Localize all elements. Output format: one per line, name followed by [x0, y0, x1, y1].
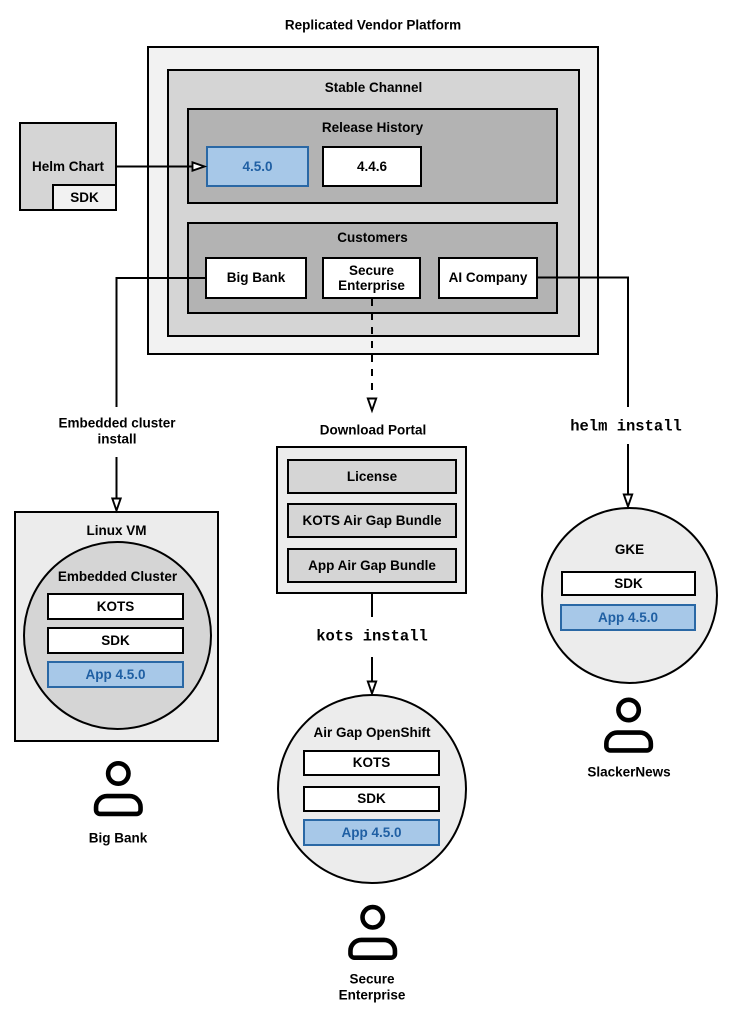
- openshift-label: Air Gap OpenShift: [313, 725, 431, 740]
- portal-kots-bundle-box: KOTS Air Gap Bundle: [287, 503, 457, 538]
- portal-license-box: License: [287, 459, 457, 494]
- linux-vm-label: Linux VM: [86, 523, 147, 538]
- edge-embedded-install-label: Embedded cluster install: [58, 415, 176, 447]
- portal-app-bundle-box: App Air Gap Bundle: [287, 548, 457, 583]
- openshift-sdk-box: SDK: [303, 786, 440, 812]
- openshift-kots-label: KOTS: [352, 755, 391, 771]
- release-450-box: 4.5.0: [206, 146, 309, 187]
- linux-kots-label: KOTS: [96, 598, 135, 614]
- slackernews-user-label: SlackerNews: [587, 764, 671, 780]
- customers-label: Customers: [337, 230, 408, 245]
- release-446-label: 4.4.6: [356, 158, 388, 174]
- helm-sdk-box: SDK: [52, 184, 117, 211]
- linux-sdk-box: SDK: [47, 627, 184, 654]
- openshift-app-label: App 4.5.0: [341, 824, 402, 840]
- linux-kots-box: KOTS: [47, 593, 184, 620]
- helm-sdk-label: SDK: [70, 189, 99, 205]
- edge-helm-install-label: helm install: [570, 417, 682, 436]
- release-446-box: 4.4.6: [322, 146, 422, 187]
- stable-channel-label: Stable Channel: [324, 80, 423, 95]
- release-history-label: Release History: [321, 120, 424, 135]
- slackernews-person-icon: [606, 700, 651, 751]
- gke-sdk-box: SDK: [561, 571, 696, 596]
- gke-sdk-label: SDK: [614, 575, 643, 591]
- customer-big-bank-box: Big Bank: [205, 257, 307, 299]
- customer-secure-enterprise-box: Secure Enterprise: [322, 257, 421, 299]
- linux-app-label: App 4.5.0: [85, 666, 146, 682]
- download-portal-label: Download Portal: [319, 422, 427, 438]
- secure-enterprise-user-label: Secure Enterprise: [338, 971, 406, 1003]
- gke-label: GKE: [614, 542, 645, 557]
- openshift-sdk-label: SDK: [357, 791, 386, 807]
- openshift-kots-box: KOTS: [303, 750, 440, 776]
- platform-title: Replicated Vendor Platform: [284, 17, 462, 33]
- portal-app-bundle-label: App Air Gap Bundle: [308, 557, 436, 573]
- release-450-label: 4.5.0: [242, 158, 273, 174]
- linux-sdk-label: SDK: [101, 632, 130, 648]
- gke-app-box: App 4.5.0: [560, 604, 696, 631]
- portal-kots-bundle-label: KOTS Air Gap Bundle: [302, 512, 442, 528]
- portal-license-label: License: [346, 468, 398, 484]
- big-bank-person-icon: [96, 763, 141, 814]
- secure-enterprise-person-icon: [350, 907, 395, 958]
- helm-chart-label: Helm Chart: [31, 158, 104, 174]
- customer-secure-enterprise-label: Secure Enterprise: [338, 262, 405, 294]
- customer-ai-company-label: AI Company: [448, 270, 528, 286]
- embedded-cluster-label: Embedded Cluster: [57, 569, 178, 584]
- gke-app-label: App 4.5.0: [597, 609, 659, 625]
- edge-kots-install-label: kots install: [316, 627, 428, 646]
- big-bank-user-label: Big Bank: [88, 830, 148, 846]
- linux-app-box: App 4.5.0: [47, 661, 184, 688]
- customer-big-bank-label: Big Bank: [226, 270, 286, 286]
- openshift-app-box: App 4.5.0: [303, 819, 440, 846]
- customer-ai-company-box: AI Company: [438, 257, 538, 299]
